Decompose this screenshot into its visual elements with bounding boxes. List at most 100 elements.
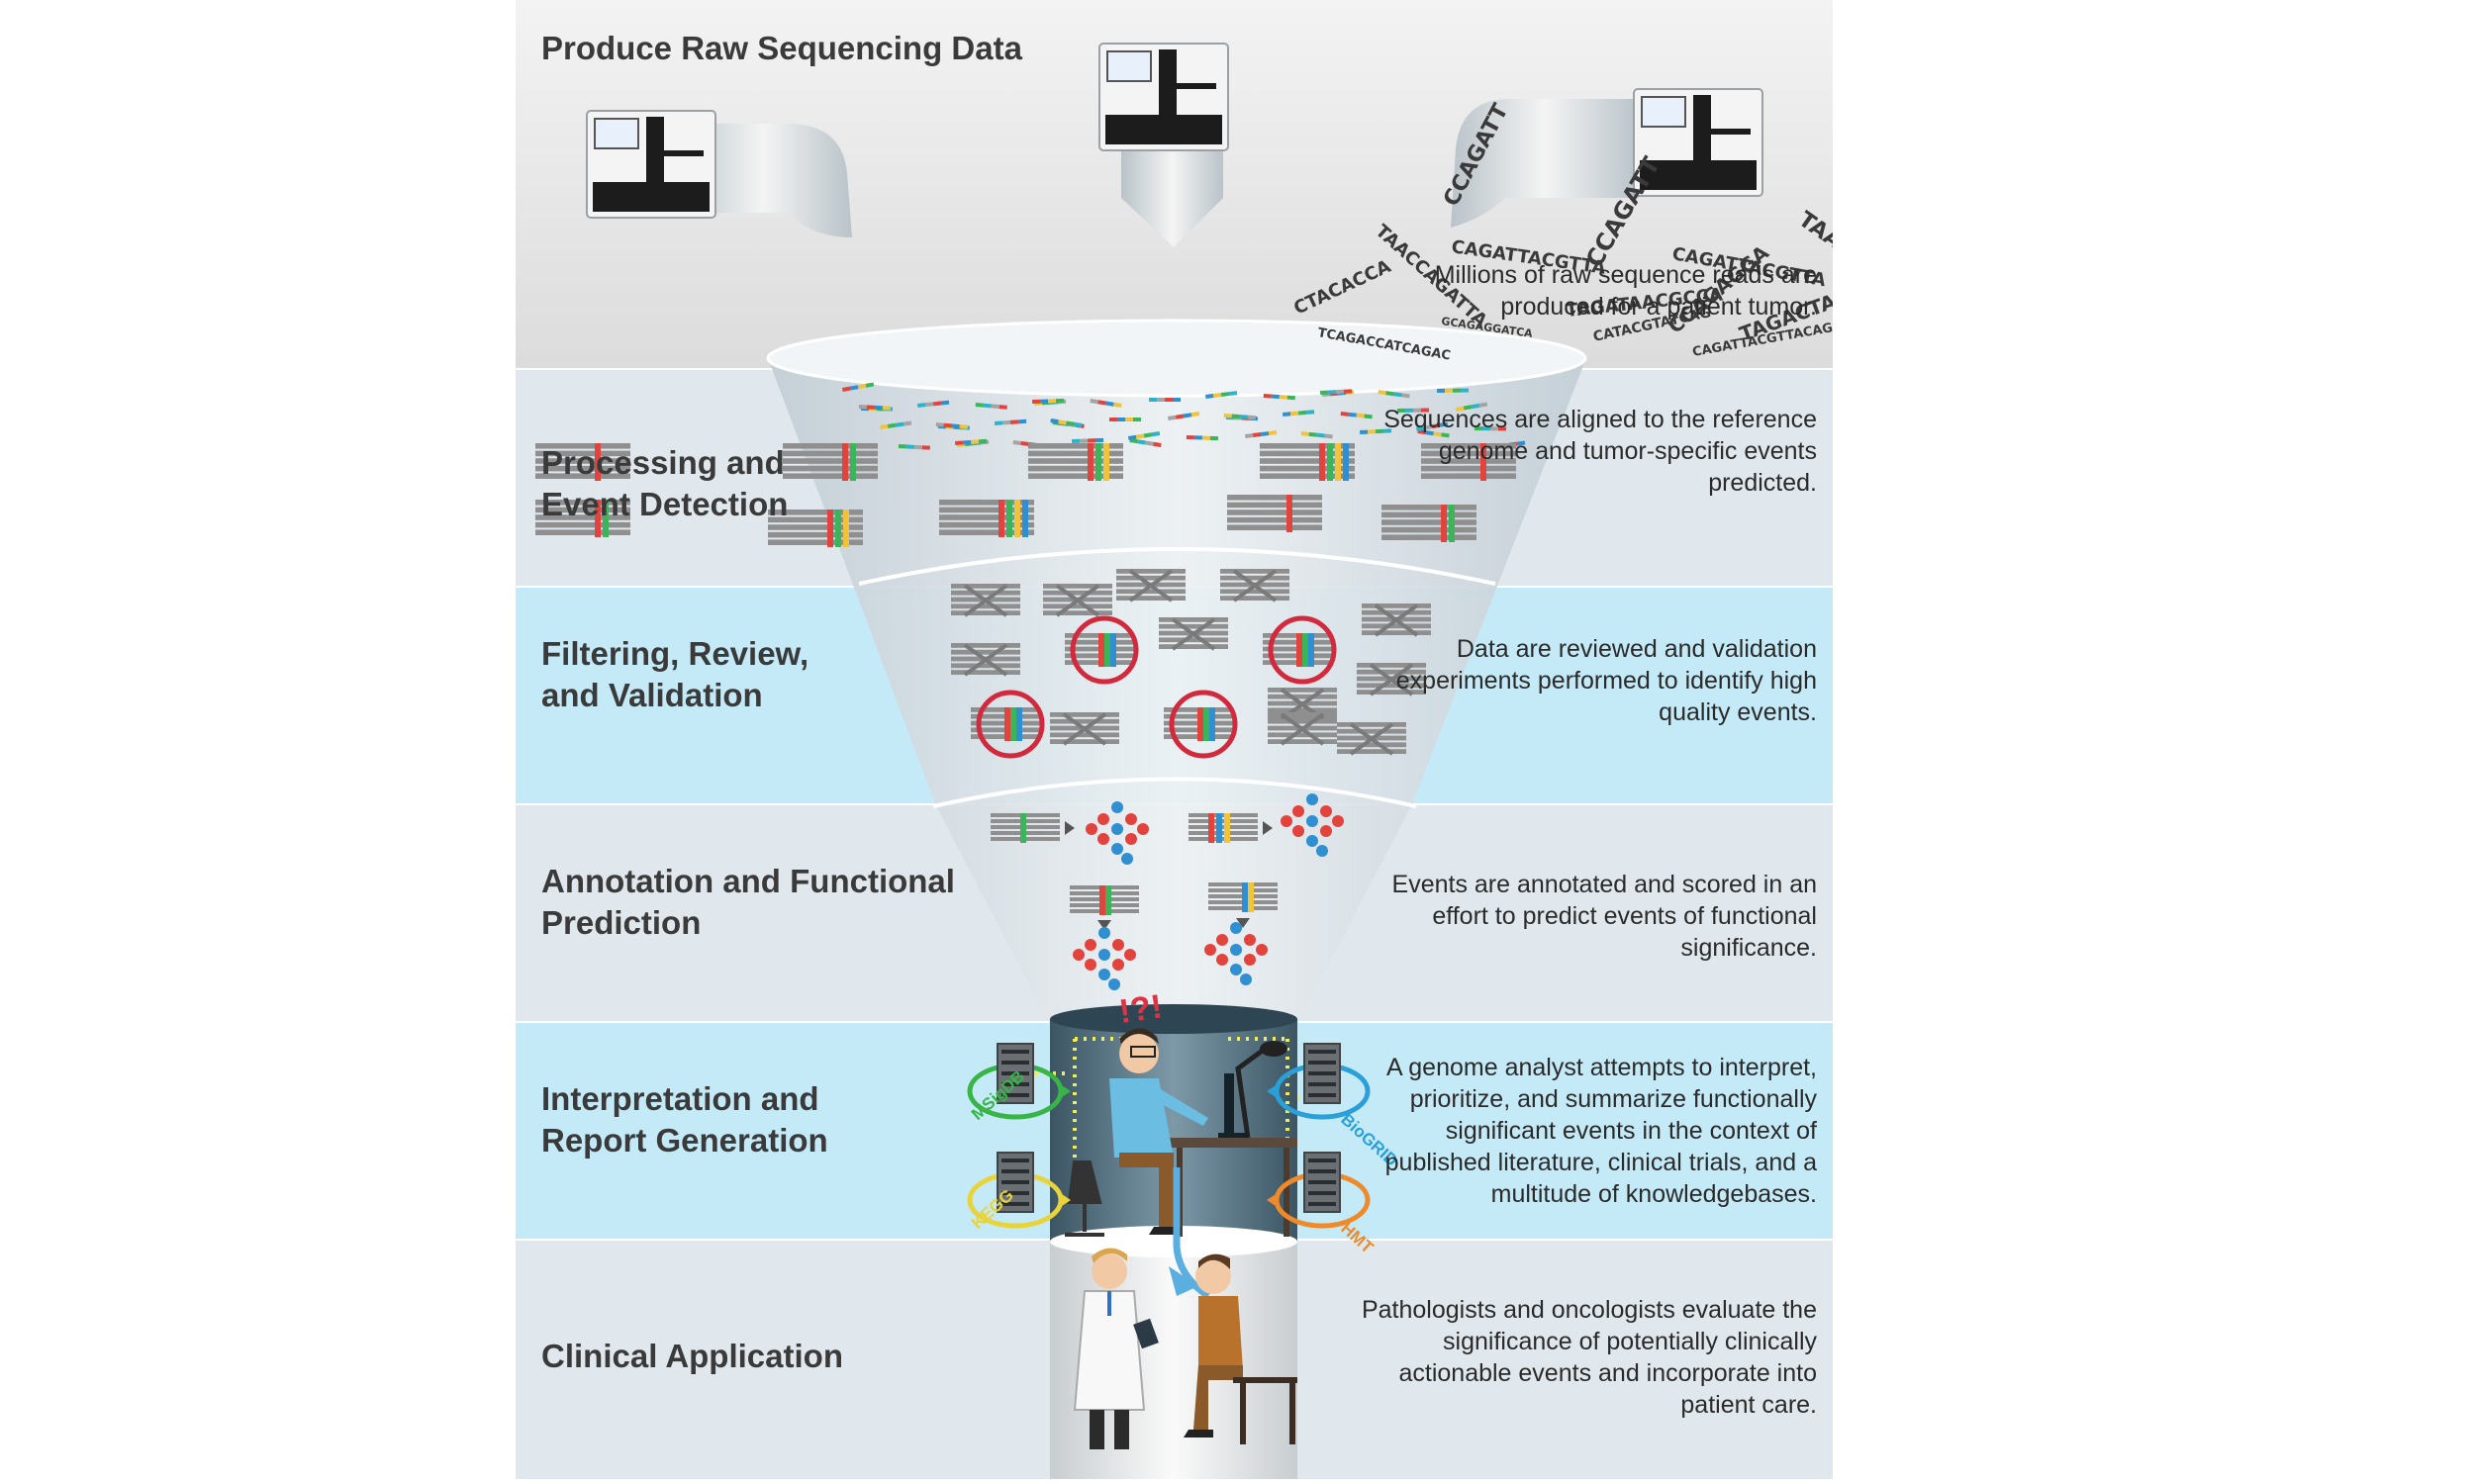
sequencer-1 xyxy=(586,110,716,219)
stage-description-processing: Sequences are aligned to the reference g… xyxy=(1383,406,1817,497)
alignment-block xyxy=(1260,443,1355,481)
read-fragment xyxy=(1378,389,1410,399)
read-fragment xyxy=(1128,430,1161,440)
read-fragment xyxy=(1437,388,1470,393)
rejected-block xyxy=(1268,712,1337,746)
alignment-block xyxy=(1421,443,1516,481)
alignment-blocks xyxy=(535,443,1516,547)
read-fragment xyxy=(1245,430,1278,438)
read-fragment xyxy=(1205,391,1238,399)
rejected-block xyxy=(951,643,1020,677)
read-fragment xyxy=(1223,414,1256,420)
confusion-marks: !?! xyxy=(1117,987,1165,1031)
read-fragment xyxy=(858,405,891,411)
functional-network xyxy=(1073,927,1136,990)
arrow-down xyxy=(1236,918,1250,928)
monitor xyxy=(1224,1073,1234,1135)
rejected-block xyxy=(1159,617,1228,651)
stage-title-interpretation: Interpretation and Report Generation xyxy=(541,1080,828,1159)
stage-title-filtering: Filtering, Review, and Validation xyxy=(541,635,809,713)
alignment-block xyxy=(535,500,630,537)
functional-network xyxy=(1086,801,1149,865)
read-fragment xyxy=(917,400,950,408)
sequencer-instruments xyxy=(586,43,1763,219)
read-fragment xyxy=(1320,389,1353,395)
sequencer-2 xyxy=(1098,43,1229,151)
dotted-link-left xyxy=(1030,1037,1134,1177)
filtering-blocks xyxy=(951,569,1431,759)
rejected-block xyxy=(951,584,1020,617)
read-fragment xyxy=(994,418,1027,425)
read-fragment xyxy=(975,403,1007,410)
rejected-block xyxy=(1362,603,1431,637)
patient-stool xyxy=(1233,1377,1297,1444)
doctor-head xyxy=(1092,1253,1127,1289)
stage-description-raw-sequencing: Millions of raw sequence reads are produ… xyxy=(1434,261,1817,321)
read-fragment xyxy=(1300,431,1333,439)
stage-description-interpretation: A genome analyst attempts to interpret, … xyxy=(1384,1054,1817,1208)
desk xyxy=(1169,1138,1297,1148)
validated-block xyxy=(1065,615,1139,685)
read-fragment xyxy=(898,444,930,450)
alignment-block xyxy=(535,443,630,481)
alignment-block xyxy=(1227,495,1322,532)
annotation-networks xyxy=(991,793,1344,990)
annotated-block xyxy=(1208,882,1278,912)
read-fragment xyxy=(1474,426,1506,431)
clinic-scene xyxy=(1073,1248,1297,1449)
report-arrow xyxy=(1173,1167,1211,1299)
read-fragment xyxy=(1050,418,1083,427)
read-fragment xyxy=(1263,394,1295,401)
arrow-down xyxy=(1097,920,1111,930)
validated-block xyxy=(971,690,1045,759)
read-fragment xyxy=(1186,434,1218,441)
read-fragment xyxy=(841,382,875,392)
read-fragment xyxy=(1397,408,1430,413)
validated-block xyxy=(1164,690,1238,759)
analyst-chair xyxy=(1065,1160,1104,1237)
knowledgebase-left-bottom: KEGG xyxy=(967,1152,1071,1233)
sequencer-3 xyxy=(1633,88,1763,197)
rejected-block xyxy=(1220,569,1289,603)
rejected-block xyxy=(1357,663,1426,696)
annotated-block xyxy=(1189,813,1258,843)
functional-network xyxy=(1204,922,1268,985)
validated-block xyxy=(1263,615,1337,685)
arrow-right xyxy=(1263,821,1273,835)
alignment-block xyxy=(939,500,1034,537)
stage-title-clinical: Clinical Application xyxy=(541,1338,843,1374)
read-fragment xyxy=(935,421,968,429)
functional-network xyxy=(1281,793,1344,857)
read-fragment xyxy=(1416,421,1449,431)
doctor-legs xyxy=(1090,1410,1129,1449)
read-fragment xyxy=(955,438,988,445)
analyst-legs xyxy=(1119,1153,1174,1227)
clipboard xyxy=(1133,1318,1159,1349)
desk-lamp xyxy=(1235,1044,1270,1139)
stage-description-clinical: Pathologists and oncologists evaluate th… xyxy=(1361,1296,1817,1419)
read-fragment xyxy=(1360,428,1392,434)
patient-legs xyxy=(1193,1365,1243,1430)
annotated-block xyxy=(1070,885,1139,915)
read-fragment xyxy=(1456,402,1488,412)
read-fragment xyxy=(1340,412,1373,419)
stage-title-annotation: Annotation and Functional Prediction xyxy=(541,863,955,941)
annotated-block xyxy=(991,813,1060,843)
stage-description-filtering: Data are reviewed and validation experim… xyxy=(1395,635,1817,726)
read-fragment xyxy=(1168,411,1200,420)
alignment-block xyxy=(768,510,863,547)
doctor-coat xyxy=(1073,1290,1146,1411)
stage-title-processing: Processing and Event Detection xyxy=(541,444,789,522)
patient-body xyxy=(1198,1296,1243,1370)
analyst-scene: !?! xyxy=(1030,987,1327,1299)
read-fragment xyxy=(880,420,912,429)
alignment-block xyxy=(783,443,878,481)
read-fragment xyxy=(1090,399,1122,408)
read-fragment xyxy=(1283,410,1315,417)
dotted-link-right xyxy=(1228,1037,1327,1187)
rejected-block xyxy=(1043,584,1112,617)
read-fragment xyxy=(1149,398,1181,402)
read-fragment xyxy=(1072,437,1104,443)
